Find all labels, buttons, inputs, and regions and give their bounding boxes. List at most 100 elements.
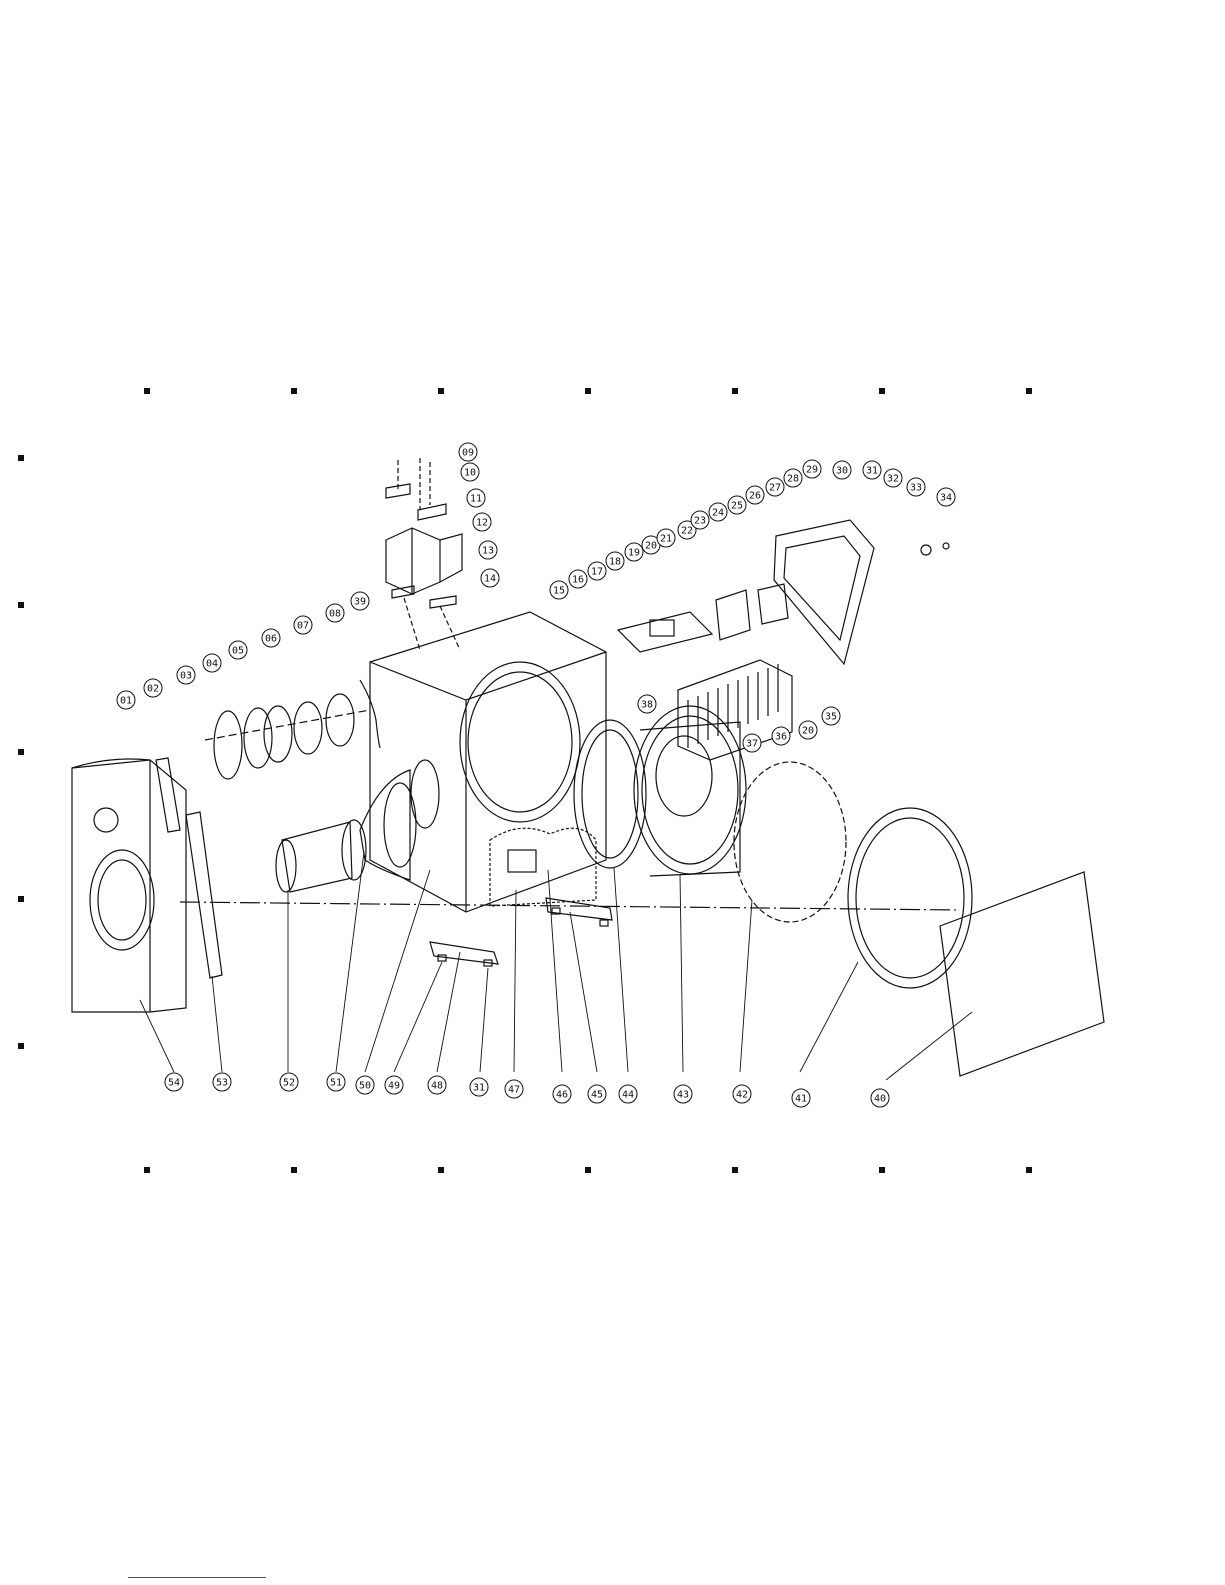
cabinet (370, 612, 606, 912)
callout-47: 47 (505, 1080, 523, 1098)
callout-03: 03 (177, 666, 195, 684)
callout-label: 36 (775, 732, 787, 743)
callout-26: 26 (746, 486, 764, 504)
callout-19: 19 (625, 543, 643, 561)
grille-ring (848, 808, 972, 988)
callout-46: 46 (553, 1085, 571, 1103)
callout-48: 48 (428, 1076, 446, 1094)
callout-label: 40 (874, 1094, 886, 1105)
callout-label: 17 (591, 567, 603, 578)
callout-12: 12 (473, 513, 491, 531)
front-baffle (72, 759, 186, 1012)
callout-label: 16 (572, 575, 584, 586)
callout-label: 18 (609, 557, 621, 568)
callout-37: 37 (743, 734, 761, 752)
trim-strip-01 (156, 758, 180, 832)
callout-53: 53 (213, 1073, 231, 1091)
callout-44: 44 (619, 1085, 637, 1103)
footer-link-rule (128, 1577, 266, 1584)
callout-09: 09 (459, 443, 477, 461)
drawing-lines (72, 458, 1104, 1080)
callout-label: 35 (825, 712, 837, 723)
callout-36: 36 (772, 727, 790, 745)
registration-marks (18, 388, 1032, 1173)
callout-38: 38 (638, 695, 656, 713)
feet (430, 898, 612, 966)
callout-45: 45 (588, 1085, 606, 1103)
callout-28: 28 (784, 469, 802, 487)
callout-41: 41 (792, 1089, 810, 1107)
callout-label: 02 (147, 684, 159, 695)
callout-label: 22 (681, 526, 693, 537)
transformer-assembly (386, 458, 462, 650)
callout-label: 19 (628, 548, 640, 559)
tweeter-assembly (205, 680, 380, 779)
callout-label: 34 (940, 493, 952, 504)
callout-label: 39 (354, 597, 366, 608)
callout-20: 20 (799, 721, 817, 739)
callout-label: 03 (180, 671, 192, 682)
callout-label: 26 (749, 491, 761, 502)
callout-15: 15 (550, 581, 568, 599)
callout-label: 13 (482, 546, 494, 557)
callout-01: 01 (117, 691, 135, 709)
callout-04: 04 (203, 654, 221, 672)
grille-cloth (940, 872, 1104, 1076)
callout-13: 13 (479, 541, 497, 559)
flared-port (360, 770, 416, 880)
callout-label: 31 (866, 466, 878, 477)
callout-54: 54 (165, 1073, 183, 1091)
callout-label: 45 (591, 1090, 603, 1101)
callout-16: 16 (569, 570, 587, 588)
callout-labels: 0102030405060708091011121314151617181920… (117, 443, 955, 1107)
callout-label: 49 (388, 1081, 400, 1092)
callout-31: 31 (863, 461, 881, 479)
callout-39: 39 (351, 592, 369, 610)
callout-label: 41 (795, 1094, 807, 1105)
callout-label: 11 (470, 494, 482, 505)
screw-pattern (734, 762, 846, 922)
callout-label: 21 (660, 534, 672, 545)
callout-label: 15 (553, 586, 565, 597)
callout-11: 11 (467, 489, 485, 507)
trim-strip-53 (186, 812, 222, 978)
callout-51: 51 (327, 1073, 345, 1091)
gasket (574, 720, 646, 868)
callout-label: 46 (556, 1090, 568, 1101)
callout-label: 10 (464, 468, 476, 479)
callout-07: 07 (294, 616, 312, 634)
callout-34: 34 (937, 488, 955, 506)
callout-label: 32 (887, 474, 899, 485)
callout-label: 33 (910, 483, 922, 494)
callout-10: 10 (461, 463, 479, 481)
callout-49: 49 (385, 1076, 403, 1094)
callout-label: 07 (297, 621, 309, 632)
callout-label: 44 (622, 1090, 634, 1101)
callout-14: 14 (481, 569, 499, 587)
woofer (634, 706, 746, 876)
callout-05: 05 (229, 641, 247, 659)
callout-label: 29 (806, 465, 818, 476)
callout-06: 06 (262, 629, 280, 647)
callout-label: 50 (359, 1081, 371, 1092)
callout-label: 23 (694, 516, 706, 527)
callout-18: 18 (606, 552, 624, 570)
callout-label: 27 (769, 483, 781, 494)
callout-label: 05 (232, 646, 244, 657)
callout-label: 47 (508, 1085, 520, 1096)
leader-lines (140, 852, 972, 1080)
callout-35: 35 (822, 707, 840, 725)
center-axis (180, 902, 960, 910)
callout-label: 54 (168, 1078, 180, 1089)
callout-27: 27 (766, 478, 784, 496)
callout-25: 25 (728, 496, 746, 514)
callout-label: 09 (462, 448, 474, 459)
callout-29: 29 (803, 460, 821, 478)
callout-label: 30 (836, 466, 848, 477)
callout-30: 30 (833, 461, 851, 479)
callout-43: 43 (674, 1085, 692, 1103)
callout-label: 52 (283, 1078, 295, 1089)
callout-02: 02 (144, 679, 162, 697)
callout-label: 42 (736, 1090, 748, 1101)
